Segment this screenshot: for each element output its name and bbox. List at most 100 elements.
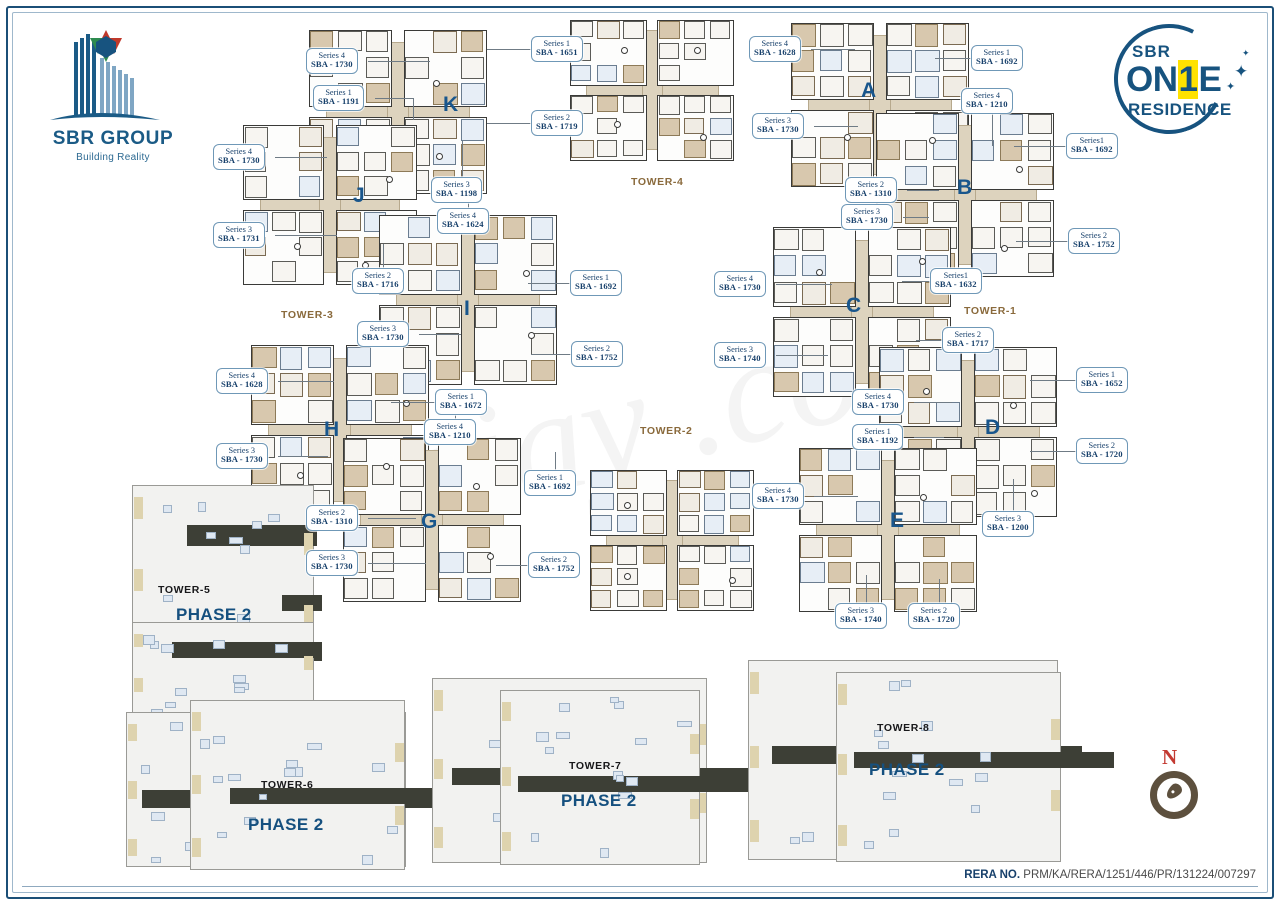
callout-sba-value: SBA - 1632 — [935, 279, 977, 290]
callout-series-label: Series 2 — [318, 508, 346, 517]
callout-series-label: Series 3 — [994, 514, 1022, 523]
callout-leader-line — [1013, 479, 1014, 511]
callout-series-label: Series 2 — [1080, 231, 1108, 240]
callout-leader-line — [375, 98, 413, 99]
callout-series-label: Series 3 — [369, 324, 397, 333]
callout-series-label: Series 4 — [726, 274, 754, 283]
callout-series-label: Series 2 — [920, 606, 948, 615]
callout-series-label: Series 3 — [847, 606, 875, 615]
callout-series-label: Series 3 — [726, 345, 754, 354]
callout-series-label: Series 4 — [764, 486, 792, 495]
callout-leader-line — [462, 141, 463, 177]
callout-sba-value: SBA - 1730 — [719, 282, 761, 293]
callout-series-label: Series 4 — [761, 39, 789, 48]
callout-series-label: Series 2 — [583, 344, 611, 353]
callout-leader-line — [275, 157, 327, 158]
callout-sba-value: SBA - 1672 — [440, 400, 482, 411]
callout-leader-line — [1030, 380, 1076, 381]
callout-series-label: Series1 — [1079, 136, 1105, 145]
callout-series-label: Series 2 — [543, 113, 571, 122]
tower-8-label: TOWER-8 — [877, 722, 930, 734]
tower-floor-plate — [870, 108, 1060, 283]
callout-sba-value: SBA - 1752 — [533, 563, 575, 574]
callout-leader-line — [419, 334, 461, 335]
compass-ring — [1150, 771, 1198, 819]
callout-sba-value: SBA - 1624 — [442, 219, 484, 230]
callout-sba-value: SBA - 1628 — [221, 379, 263, 390]
tower-8-phase-label: PHASE 2 — [869, 760, 945, 779]
callout-series-label: Series 1 — [536, 473, 564, 482]
block-letter-c: C — [846, 294, 862, 317]
callout-leader-line — [902, 281, 930, 282]
block-letter-e: E — [890, 509, 905, 532]
callout-sba-value: SBA - 1730 — [362, 332, 404, 343]
callout-leader-line — [914, 437, 944, 438]
callout-series-label: Series 3 — [853, 207, 881, 216]
callout-leader-line — [935, 58, 971, 59]
tower-6-label: TOWER-6 — [261, 779, 314, 791]
callout-series-label: Series 4 — [225, 147, 253, 156]
sparkle-icon: ✦ — [1226, 81, 1236, 93]
callout-leader-line — [1030, 451, 1076, 452]
callout-series-label: Series 3 — [764, 116, 792, 125]
callout-leader-line — [368, 518, 416, 519]
phase2-floor-plate — [836, 672, 1114, 862]
tower-5-phase-label: PHASE 2 — [176, 605, 252, 624]
callout-series-label: Series 4 — [449, 211, 477, 220]
callout-leader-line — [914, 402, 952, 403]
callout-leader-line — [814, 496, 858, 497]
sbr-group-name: SBR GROUP — [52, 128, 174, 149]
callout-sba-value: SBA - 1200 — [987, 522, 1029, 533]
callout-sba-value: SBA - 1720 — [1081, 449, 1123, 460]
tower-floor-plate — [793, 443, 983, 618]
block-letter-k: K — [443, 93, 459, 116]
callout-sba-value: SBA - 1730 — [757, 494, 799, 505]
callout-leader-line — [531, 354, 571, 355]
callout-sba-value: SBA - 1310 — [850, 188, 892, 199]
tower-6-phase-label: PHASE 2 — [248, 815, 324, 834]
tower-floor-plate — [565, 15, 740, 165]
callout-sba-value: SBA - 1692 — [529, 481, 571, 492]
footer-divider — [22, 886, 1258, 887]
callout-series-label: Series 3 — [225, 225, 253, 234]
callout-sba-value: SBA - 1730 — [757, 124, 799, 135]
callout-sba-value: SBA - 1719 — [536, 121, 578, 132]
callout-series-label: Series 4 — [436, 422, 464, 431]
logo-one-post: E — [1198, 60, 1222, 99]
block-letter-b: B — [957, 176, 973, 199]
callout-leader-line — [814, 126, 858, 127]
callout-series-label: Series 3 — [228, 446, 256, 455]
callout-sba-value: SBA - 1730 — [311, 59, 353, 70]
tower-3-label: TOWER-3 — [281, 309, 334, 321]
callout-leader-line — [903, 217, 929, 218]
callout-leader-line — [487, 49, 531, 50]
callout-sba-value: SBA - 1191 — [318, 96, 360, 107]
callout-sba-value: SBA - 1731 — [218, 233, 260, 244]
